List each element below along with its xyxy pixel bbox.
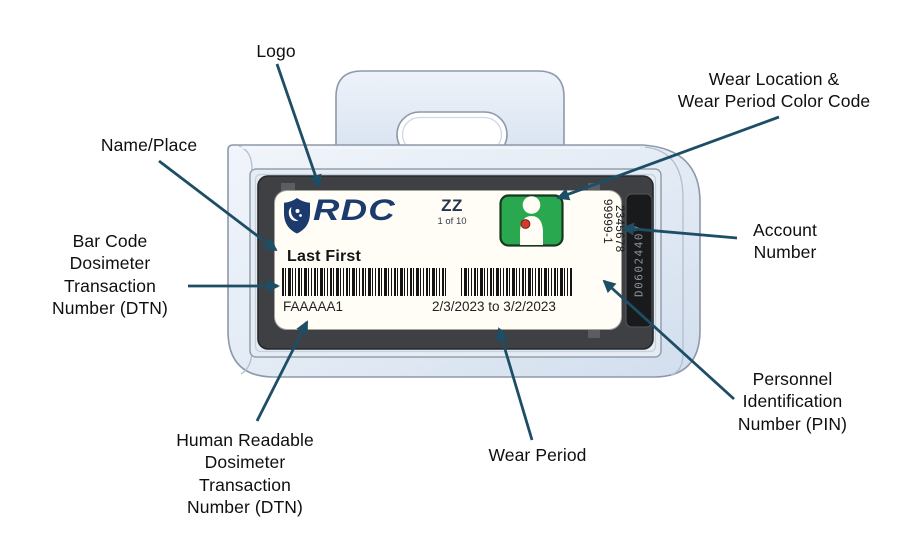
rdc-shield-icon	[284, 198, 310, 234]
wear-location-code: ZZ	[441, 196, 463, 215]
wearer-name: Last First	[287, 248, 362, 265]
wear-location-code-block: ZZ 1 of 10	[421, 196, 483, 228]
chest-dot	[520, 219, 531, 229]
callout-wear-period: Wear Period	[488, 445, 587, 465]
callout-name-place: Name/Place	[100, 135, 198, 155]
callout-wear-location: Wear Location & Wear Period Color Code	[677, 69, 871, 112]
callout-barcode-dtn: Bar Code Dosimeter Transaction Number (D…	[52, 231, 168, 319]
dtn-number: FAAAAA1	[283, 299, 344, 314]
wear-location-color-icon	[499, 194, 564, 247]
holder-serial-number: D06024407	[632, 223, 646, 298]
recess-frame-inner-line	[254, 173, 657, 353]
pin-text: 2345678	[613, 205, 625, 253]
badge-label: RDC ZZ 1 of 10 Last First FAAAAA1 2/3/20…	[274, 190, 625, 330]
wear-period-dates: 2/3/2023 to 3/2/2023	[432, 299, 556, 314]
brand-text: RDC	[313, 194, 396, 227]
callout-pin: Personnel Identification Number (PIN)	[737, 369, 848, 434]
dtn-barcode	[282, 268, 572, 296]
callout-human-readable-dtn: Human Readable Dosimeter Transaction Num…	[176, 430, 314, 518]
badge-sequence: 1 of 10	[437, 216, 467, 227]
callout-account-number: Account Number	[753, 220, 817, 263]
account-number-text: 99999-1	[601, 199, 613, 245]
clip-notch-bottom-right	[588, 330, 600, 338]
clip-notch-top-left	[281, 183, 295, 191]
callout-logo: Logo	[256, 41, 296, 61]
